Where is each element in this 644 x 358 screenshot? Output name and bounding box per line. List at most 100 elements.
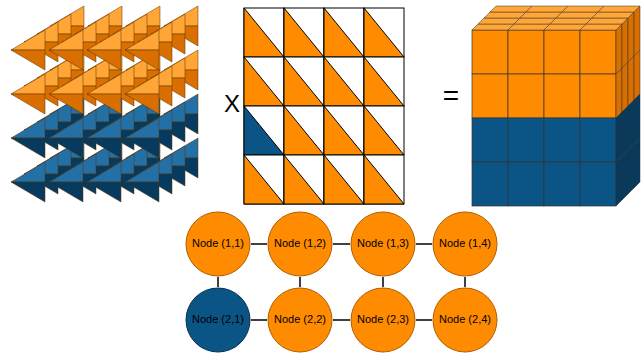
- cube-face: [508, 118, 544, 162]
- node-label-box: Node (1,2): [274, 237, 326, 250]
- matrix-triangle: [364, 57, 404, 106]
- matrix-cell: [364, 57, 404, 106]
- cube-side: [634, 94, 640, 144]
- node-label-box: Node (1,3): [357, 237, 409, 250]
- matrix-cell: [364, 8, 404, 57]
- pyramid-face: [49, 50, 83, 70]
- matrix-cell: [324, 155, 364, 204]
- cube-top: [520, 12, 562, 18]
- pyramid-face: [49, 74, 83, 94]
- pyramid-face: [11, 50, 45, 70]
- node-outline: [351, 212, 415, 276]
- mesh-link: [416, 243, 432, 245]
- mesh-link: [333, 319, 350, 321]
- matrix-cell: [284, 155, 324, 204]
- pyramid-face: [87, 138, 121, 158]
- matrix-cell: [244, 8, 284, 57]
- pyramid-face: [87, 30, 121, 50]
- matrix-cell: [284, 57, 324, 106]
- node-label: Node (1,2): [274, 237, 326, 250]
- matrix-cell: [284, 8, 324, 57]
- matrix-cell: [324, 106, 364, 155]
- node-label-box: Node (2,4): [439, 313, 491, 326]
- cube-face: [508, 162, 544, 206]
- pyramid-face: [125, 30, 159, 50]
- node-outline: [268, 212, 332, 276]
- matrix-cell: [244, 57, 284, 106]
- mesh-link: [251, 243, 267, 245]
- node-label: Node (2,4): [439, 313, 491, 326]
- cube-face: [472, 162, 508, 206]
- matrix-cell: [284, 106, 324, 155]
- pyramid-face: [11, 30, 45, 50]
- cube-side: [634, 138, 640, 188]
- pyramid-face: [11, 138, 45, 158]
- matrix-triangle: [284, 57, 324, 106]
- cube-side: [628, 144, 634, 194]
- pyramid-face: [125, 182, 159, 202]
- cube-face: [544, 74, 580, 118]
- pyramid-face: [49, 118, 83, 138]
- pyramid-face: [87, 182, 121, 202]
- matrix-triangle: [244, 155, 284, 204]
- pyramid-face: [125, 118, 159, 138]
- cube-face: [580, 162, 616, 206]
- cube-side: [628, 56, 634, 106]
- cube-face: [508, 74, 544, 118]
- mesh-link: [416, 319, 432, 321]
- weight-matrix: [244, 8, 404, 204]
- mesh-link: [217, 277, 219, 287]
- cube-side: [622, 150, 628, 200]
- matrix-cell: [324, 8, 364, 57]
- cube-side: [628, 12, 634, 62]
- matrix-triangle: [324, 8, 364, 57]
- cube-side: [634, 6, 640, 56]
- cube-face: [544, 162, 580, 206]
- cube-top: [490, 6, 532, 12]
- node-label: Node (2,2): [274, 313, 326, 326]
- input-tensor: [11, 6, 198, 202]
- node-label: Node (2,1): [192, 313, 244, 326]
- cube-face: [580, 74, 616, 118]
- cube-top: [514, 18, 556, 24]
- cube-top: [550, 18, 592, 24]
- pyramid-face: [11, 94, 45, 114]
- cube-side: [634, 50, 640, 100]
- node-label-box: Node (2,3): [357, 313, 409, 326]
- cube-face: [472, 30, 508, 74]
- node-outline: [433, 288, 497, 352]
- mesh-node: Node (1,2): [267, 211, 333, 277]
- pyramid-face: [87, 94, 121, 114]
- node-label-box: Node (2,1): [192, 313, 244, 326]
- cube-top: [526, 6, 568, 12]
- matrix-triangle: [284, 8, 324, 57]
- pyramid-face: [49, 182, 83, 202]
- cube-top: [544, 24, 586, 30]
- pyramid-face: [87, 74, 121, 94]
- cube-top: [562, 6, 604, 12]
- pyramid-face: [125, 162, 159, 182]
- cube-top: [586, 18, 628, 24]
- matrix-triangle: [244, 8, 284, 57]
- node-outline: [186, 212, 250, 276]
- cube-side: [616, 156, 622, 206]
- pyramid-face: [11, 74, 45, 94]
- pyramid-face: [87, 50, 121, 70]
- cube-face: [508, 30, 544, 74]
- node-outline: [186, 288, 250, 352]
- cube-face: [472, 74, 508, 118]
- output-tensor: [472, 6, 640, 206]
- mesh-link: [382, 277, 384, 287]
- pyramid-face: [49, 94, 83, 114]
- cube-top: [598, 6, 640, 12]
- matrix-cell: [364, 155, 404, 204]
- node-outline: [268, 288, 332, 352]
- matrix-cell: [244, 106, 284, 155]
- cube-face: [580, 30, 616, 74]
- pyramid-face: [87, 118, 121, 138]
- node-label-box: Node (2,2): [274, 313, 326, 326]
- cube-top: [472, 24, 514, 30]
- matrix-cell: [364, 106, 404, 155]
- node-outline: [351, 288, 415, 352]
